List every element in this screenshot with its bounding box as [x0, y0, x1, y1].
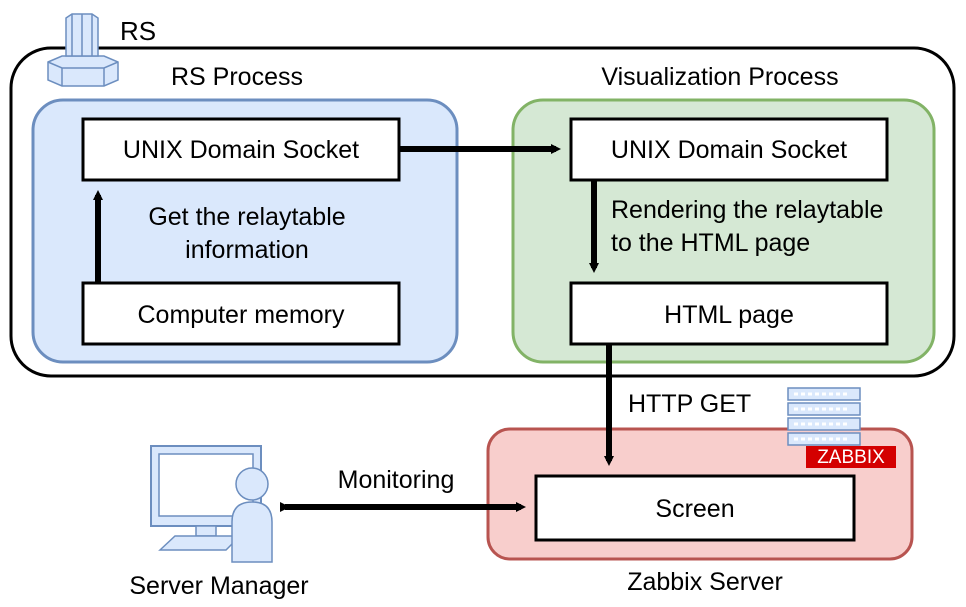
rs-socket-label: UNIX Domain Socket [123, 136, 359, 164]
rs-label: RS [120, 16, 156, 46]
vis-socket-label: UNIX Domain Socket [611, 136, 847, 164]
screen-label: Screen [655, 495, 734, 523]
html-page-box [569, 281, 889, 346]
http-get-label: HTTP GET [628, 390, 751, 418]
zabbix-server-label: Zabbix Server [627, 568, 783, 596]
vis-process-title: Visualization Process [601, 63, 838, 91]
vis-socket-box [569, 117, 889, 182]
render-line1: Rendering the relaytable [611, 196, 883, 224]
html-page-label: HTML page [664, 301, 794, 329]
screen-box [534, 474, 856, 542]
render-line2: to the HTML page [611, 229, 810, 257]
monitoring-label: Monitoring [338, 466, 455, 494]
admin-workstation-icon [150, 445, 273, 563]
rs-process-title: RS Process [171, 63, 303, 91]
zabbix-logo-text: ZABBIX [817, 447, 885, 468]
computer-memory-label: Computer memory [138, 301, 345, 329]
get-info-line1: Get the relaytable [148, 203, 345, 231]
server-manager-label: Server Manager [129, 572, 308, 600]
server-rack-icon [787, 387, 896, 468]
get-info-line2: information [185, 236, 309, 264]
rs-socket-box [81, 117, 401, 182]
computer-memory-box [81, 281, 401, 346]
server-tower-icon [47, 13, 119, 87]
